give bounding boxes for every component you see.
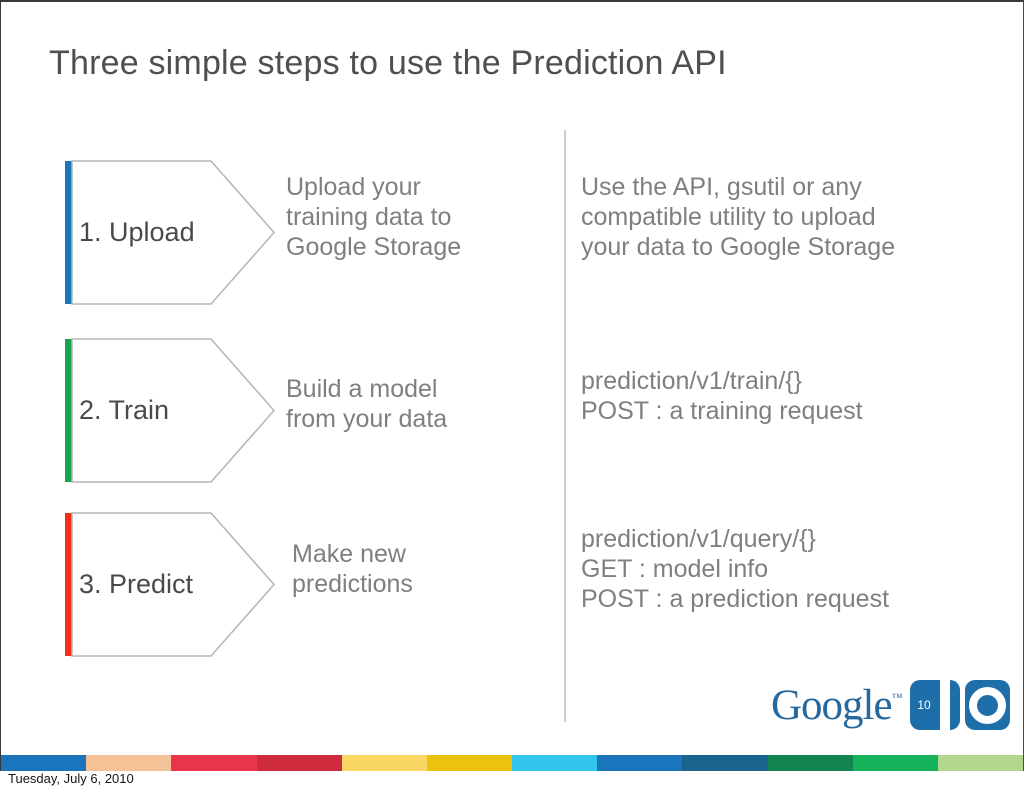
step-row-upload: 1. Upload Upload your training data to G… <box>1 160 1024 305</box>
stripe-block <box>86 755 172 771</box>
stripe-block <box>597 755 683 771</box>
step-color-bar <box>65 161 72 304</box>
step-detail: Use the API, gsutil or any compatible ut… <box>581 173 896 261</box>
io-badge-o <box>965 680 1011 730</box>
vertical-divider <box>564 130 566 722</box>
stripe-block <box>937 755 1024 771</box>
io-letter-o-icon <box>969 686 1007 724</box>
step-description: Make new predictions <box>292 540 413 598</box>
google-logotype: Google™ <box>771 681 903 729</box>
trademark-symbol: ™ <box>891 691 903 704</box>
stripe-block <box>341 755 427 771</box>
stripe-block <box>1 755 87 771</box>
step-label: 3. Predict <box>79 569 194 599</box>
step-arrow-predict: 3. Predict <box>65 512 275 657</box>
io-badge-10-i: 10 <box>910 680 961 730</box>
step-description: Upload your training data to Google Stor… <box>286 173 462 261</box>
step-arrow-upload: 1. Upload <box>65 160 275 305</box>
io-letter-i-icon <box>940 680 951 730</box>
step-label: 2. Train <box>79 395 170 425</box>
step-detail: prediction/v1/train/{} POST : a training… <box>581 367 863 425</box>
stripe-block <box>767 755 853 771</box>
arrow-shape-icon <box>65 338 275 483</box>
date-stamp: Tuesday, July 6, 2010 <box>8 771 134 786</box>
step-row-predict: 3. Predict Make new predictions predicti… <box>1 512 1024 657</box>
step-color-bar <box>65 513 72 656</box>
step-detail: prediction/v1/query/{} GET : model info … <box>581 525 890 613</box>
stripe-block <box>852 755 938 771</box>
stripe-block <box>426 755 513 771</box>
arrow-shape-icon <box>65 160 275 305</box>
step-row-train: 2. Train Build a model from your data pr… <box>1 338 1024 483</box>
stripe-block <box>256 755 342 771</box>
stripe-block <box>512 755 598 771</box>
step-description: Build a model from your data <box>286 375 448 433</box>
google-io-logo: Google™ 10 <box>771 680 1011 730</box>
slide-title: Three simple steps to use the Prediction… <box>49 44 727 82</box>
stripe-block <box>171 755 257 771</box>
stripe-block <box>682 755 768 771</box>
presentation-slide: Three simple steps to use the Prediction… <box>0 0 1024 771</box>
step-arrow-train: 2. Train <box>65 338 275 483</box>
arrow-shape-icon <box>65 512 275 657</box>
step-color-bar <box>65 339 72 482</box>
io-year-label: 10 <box>917 698 931 712</box>
color-stripe <box>1 755 1024 771</box>
step-label: 1. Upload <box>79 217 195 247</box>
